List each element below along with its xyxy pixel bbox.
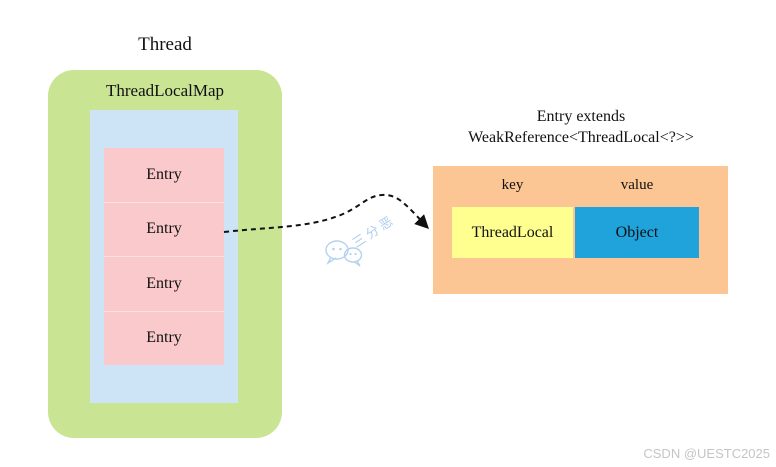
thread-box: ThreadLocalMap Entry Entry Entry Entry [48, 70, 282, 438]
threadlocalmap-box: Entry Entry Entry Entry [90, 110, 238, 403]
entry-table: Entry Entry Entry Entry [104, 148, 224, 365]
thread-title: Thread [138, 34, 192, 55]
entry-row: Entry [146, 329, 182, 347]
entry-panel: key value ThreadLocal Object [433, 166, 728, 294]
threadlocalmap-label: ThreadLocalMap [106, 81, 224, 100]
entry-row: Entry [104, 203, 224, 257]
credit-watermark: CSDN @UESTC2025 [643, 446, 770, 461]
key-header: key [501, 177, 524, 193]
value-cell-object: Object [575, 207, 699, 258]
key-cell-threadlocal: ThreadLocal [452, 207, 573, 258]
entry-row: Entry [104, 148, 224, 203]
entry-panel-title: Entry extends WeakReference<ThreadLocal<… [425, 106, 737, 148]
entry-panel-title-line1: Entry extends [536, 108, 626, 125]
entry-row: Entry [104, 257, 224, 312]
entry-panel-title-line2: WeakReference<ThreadLocal<?>> [468, 129, 694, 146]
watermark-text: 三分恶 [350, 212, 399, 252]
value-header: value [620, 177, 654, 193]
